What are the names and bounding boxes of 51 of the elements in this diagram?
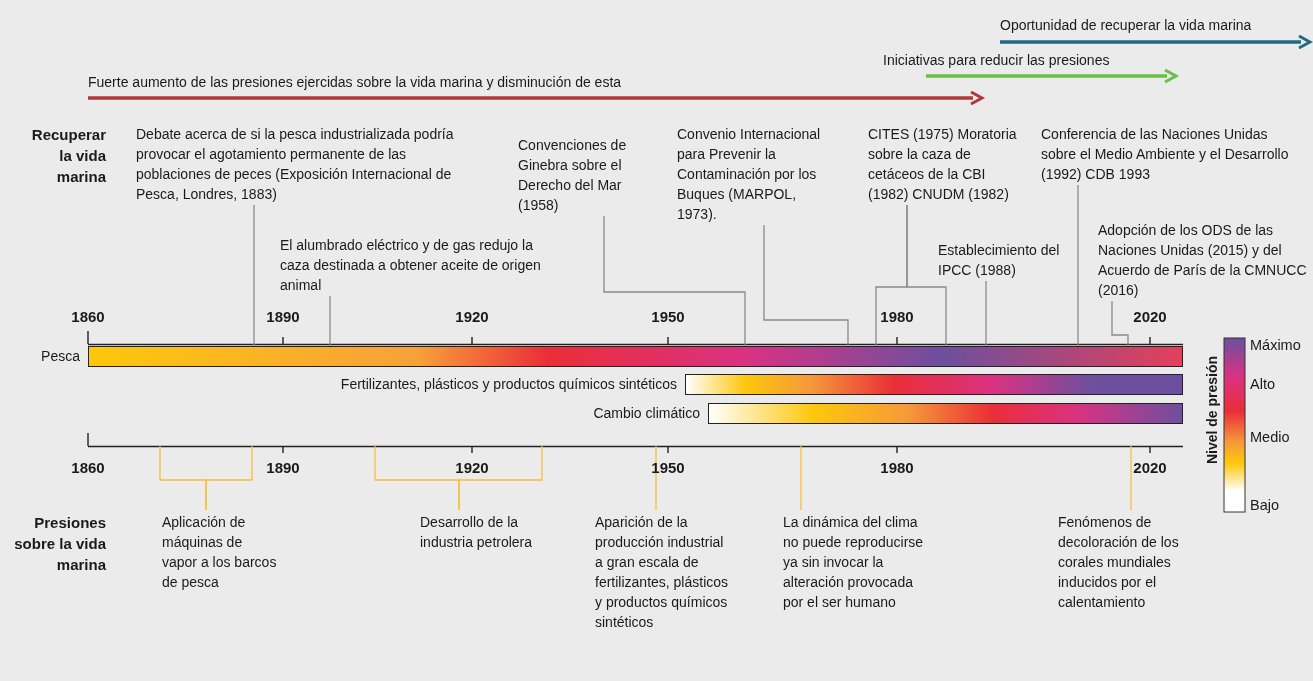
event-text: Adopción de los ODS de las Naciones Unidas (2015) y del Acuerdo de París de la CMNUCC (2016) <box>1098 220 1312 300</box>
year-label: 2020 <box>1133 459 1167 477</box>
leader-line <box>603 215 746 347</box>
span-label: Fuerte aumento de las presiones ejercidas sobre la vida marina y disminución de esta <box>88 73 622 91</box>
section-heading: Presiones sobre la vida marina <box>13 513 106 575</box>
year-label: 1920 <box>455 459 489 477</box>
bar-label: Pesca <box>41 347 80 366</box>
event-text: Debate acerca de si la pesca industrializada podría provocar el agotamiento permanente de las poblaciones de peces (Exposición Internacional de Pesca, Londres, 1883) <box>136 124 454 204</box>
event-text: Desarrollo de la industria petrolera <box>420 512 550 552</box>
leader-line <box>1077 184 1079 347</box>
section-heading: Recuperar la vida marina <box>30 125 106 187</box>
year-label: 1950 <box>651 459 685 477</box>
event-text: CITES (1975) Moratoria sobre la caza de cetáceos de la CBI (1982) CNUDM (1982) <box>868 124 1018 204</box>
legend-label: Medio <box>1250 428 1290 446</box>
event-text: Convenciones de Ginebra sobre el Derecho del Mar (1958) <box>518 135 658 215</box>
bar-label: Fertilizantes, plásticos y productos químicos sintéticos <box>340 375 677 394</box>
year-label: 2020 <box>1133 308 1167 326</box>
event-text: Aplicación de máquinas de vapor a los barcos de pesca <box>162 512 280 592</box>
event-text: La dinámica del clima no puede reproducirse ya sin invocar la alteración provocada por el ser humano <box>783 512 931 612</box>
leader-line <box>1111 300 1129 347</box>
year-label: 1920 <box>455 308 489 326</box>
year-label: 1890 <box>266 308 300 326</box>
event-text: Aparición de la producción industrial a gran escala de fertilizantes, plásticos y productos químicos sintéticos <box>595 512 733 632</box>
legend-title: Nivel de presión <box>1203 355 1221 465</box>
leader-line <box>763 224 849 347</box>
leader-line <box>800 445 802 511</box>
leader-line <box>985 280 987 347</box>
leader-line <box>253 204 255 347</box>
leader-line <box>1130 445 1132 511</box>
leader-line <box>205 445 253 511</box>
leader-line <box>906 204 947 347</box>
year-label: 1980 <box>880 308 914 326</box>
event-text: Conferencia de las Naciones Unidas sobre el Medio Ambiente y el Desarrollo (1992) CDB 1993 <box>1041 124 1291 184</box>
event-text: Establecimiento del IPCC (1988) <box>938 240 1070 280</box>
year-label: 1860 <box>71 459 105 477</box>
span-label: Oportunidad de recuperar la vida marina <box>1000 16 1252 34</box>
bar-label: Cambio climático <box>593 404 700 423</box>
year-label: 1890 <box>266 459 300 477</box>
span-label: Iniciativas para reducir las presiones <box>883 51 1110 69</box>
year-label: 1950 <box>651 308 685 326</box>
event-text: El alumbrado eléctrico y de gas redujo la caza destinada a obtener aceite de origen animal <box>280 235 542 295</box>
event-text: Fenómenos de decoloración de los corales mundiales inducidos por el calentamiento <box>1058 512 1210 612</box>
legend-label: Máximo <box>1250 336 1301 354</box>
year-label: 1980 <box>880 459 914 477</box>
leader-line <box>329 295 331 347</box>
year-label: 1860 <box>71 308 105 326</box>
leader-line <box>458 445 543 511</box>
legend-label: Bajo <box>1250 496 1280 514</box>
legend-label: Alto <box>1250 375 1275 393</box>
event-text: Convenio Internacional para Prevenir la Contaminación por los Buques (MARPOL, 1973). <box>677 124 837 224</box>
leader-line <box>655 445 657 511</box>
